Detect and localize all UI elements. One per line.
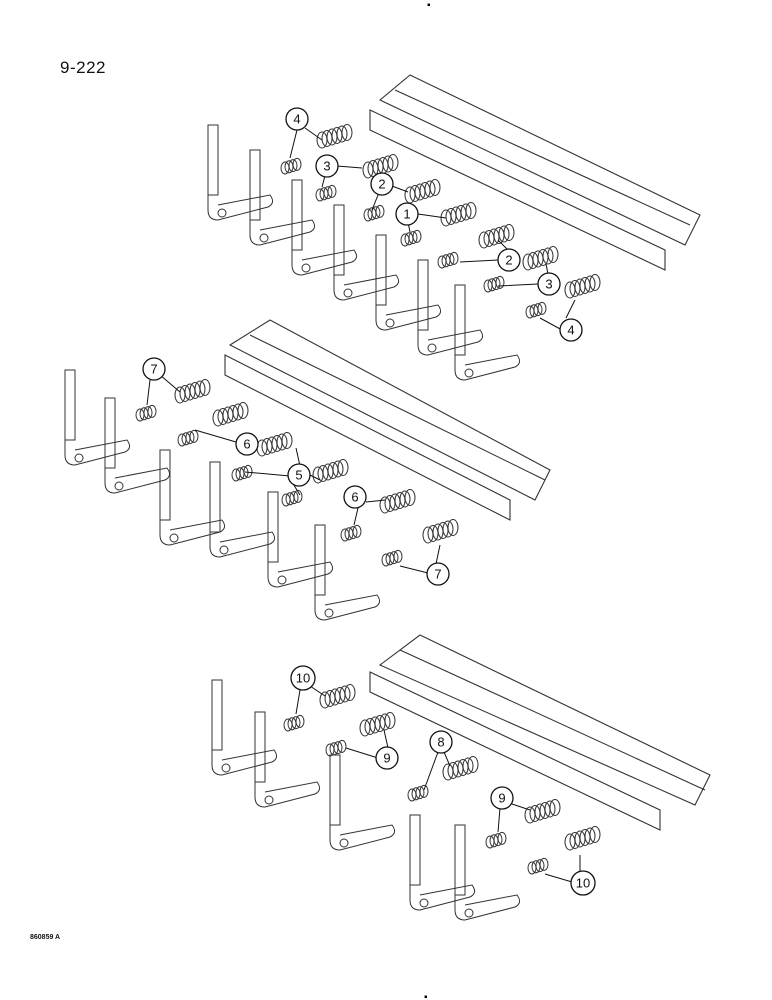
callout-top-1: 4	[285, 107, 309, 131]
callout-middle-3: 5	[287, 463, 311, 487]
callout-bottom-3: 8	[429, 730, 453, 754]
svg-text:10: 10	[296, 671, 310, 686]
callout-top-5: 2	[497, 248, 521, 272]
svg-text:4: 4	[293, 112, 300, 127]
callout-bottom-5: 10	[570, 870, 596, 896]
callout-top-3: 2	[370, 172, 394, 196]
callout-middle-1: 7	[142, 357, 166, 381]
svg-text:7: 7	[434, 567, 441, 582]
svg-text:6: 6	[351, 490, 358, 505]
svg-text:9: 9	[498, 791, 505, 806]
svg-text:9: 9	[383, 751, 390, 766]
svg-text:10: 10	[576, 876, 590, 891]
page-number: 9-222	[60, 58, 106, 77]
scan-mark-bottom: ▪	[424, 992, 428, 1000]
top-assembly	[207, 74, 701, 381]
callout-bottom-2: 9	[375, 746, 399, 770]
svg-text:7: 7	[150, 362, 157, 377]
callout-top-2: 3	[315, 154, 339, 178]
callout-middle-2: 6	[235, 432, 259, 456]
callouts-top: 4 3 2 1 2 3 4	[285, 107, 583, 342]
svg-text:2: 2	[378, 177, 385, 192]
callout-bottom-1: 10	[290, 665, 316, 691]
callout-middle-4: 6	[343, 485, 367, 509]
svg-text:2: 2	[505, 253, 512, 268]
callouts-bottom: 10 9 8 9 10	[290, 665, 596, 896]
svg-text:1: 1	[403, 207, 410, 222]
svg-text:3: 3	[545, 277, 552, 292]
figure-code: 860859 A	[30, 934, 61, 941]
scan-mark-top: ▪	[427, 0, 431, 11]
callouts-middle: 7 6 5 6 7	[142, 357, 450, 586]
bottom-assembly	[211, 634, 711, 921]
callout-top-6: 3	[537, 272, 561, 296]
svg-text:3: 3	[323, 159, 330, 174]
svg-text:4: 4	[567, 323, 574, 338]
callout-bottom-4: 9	[490, 786, 514, 810]
callout-top-7: 4	[559, 318, 583, 342]
svg-text:5: 5	[295, 468, 302, 483]
svg-text:8: 8	[437, 735, 444, 750]
middle-assembly	[64, 319, 551, 621]
callout-top-4: 1	[395, 202, 419, 226]
svg-text:6: 6	[243, 437, 250, 452]
callout-middle-5: 7	[426, 562, 450, 586]
